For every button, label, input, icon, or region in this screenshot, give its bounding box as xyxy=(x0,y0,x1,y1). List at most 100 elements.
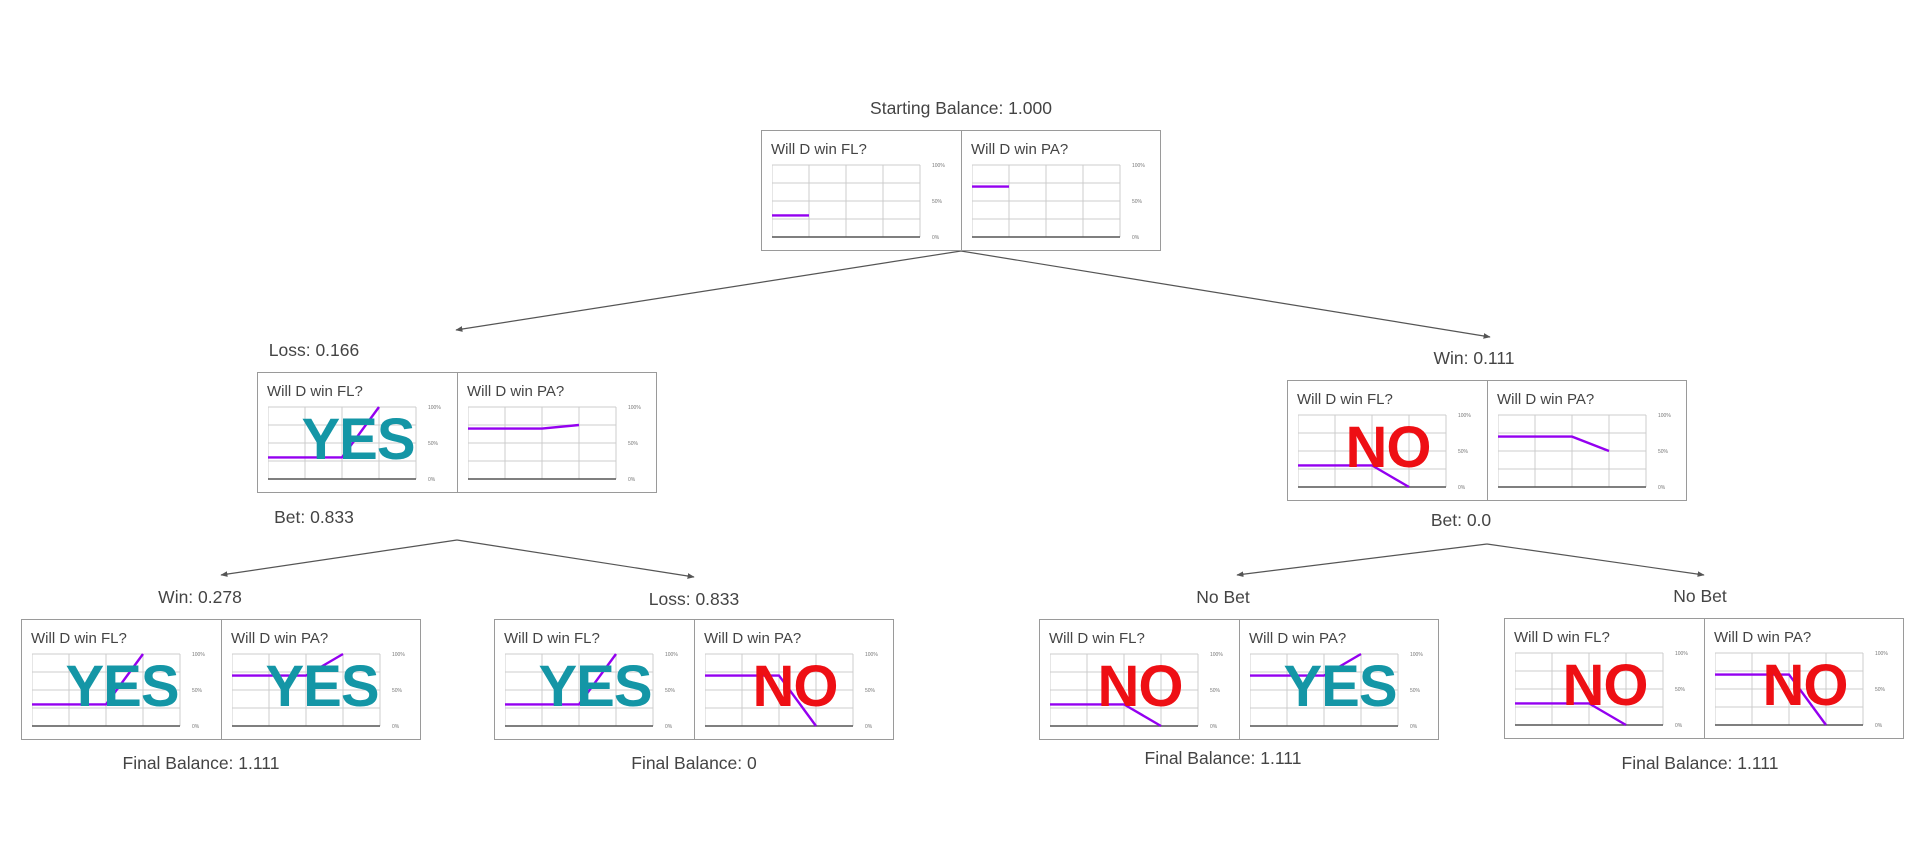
y-tick-label: 100% xyxy=(428,405,441,411)
market-title: Will D win FL? xyxy=(31,630,127,647)
probability-chart: 100%50%0% xyxy=(468,405,641,483)
outcome-stamp: YES xyxy=(538,654,652,719)
y-tick-label: 0% xyxy=(865,724,873,730)
node-bottom-label: Final Balance: 0 xyxy=(631,753,757,773)
tree-edge-arrow xyxy=(455,250,962,332)
tree-edge-arrow xyxy=(220,539,458,577)
y-tick-label: 100% xyxy=(628,405,641,411)
y-tick-label: 100% xyxy=(665,652,678,658)
market-pa: Will D win PA? 100% 50% 0% NO xyxy=(694,620,893,739)
outcome-stamp: YES xyxy=(65,654,179,719)
market-panel: Will D win FL? 100%50%0% NO Will D win P… xyxy=(1039,619,1439,740)
probability-series xyxy=(705,674,817,727)
probability-chart: 100% 50% 0% xyxy=(268,405,441,483)
y-tick-label: 100% xyxy=(1875,651,1888,657)
y-tick-label: 50% xyxy=(865,688,876,694)
probability-chart: 100% 50% 0% xyxy=(505,652,678,730)
y-tick-label: 100% xyxy=(1675,651,1688,657)
market-fl: Will D win FL? 100% 50% 0% YES xyxy=(495,620,694,739)
y-tick-label: 100% xyxy=(932,163,945,169)
probability-chart: 100% 50% 0% xyxy=(1715,651,1888,729)
node-bottom-label: Bet: 0.0 xyxy=(1430,510,1492,530)
y-tick-label: 50% xyxy=(665,688,676,694)
y-tick-label: 50% xyxy=(1132,199,1143,205)
probability-chart: 100%50%0% xyxy=(232,652,405,730)
tree-edge-arrow xyxy=(1236,543,1488,578)
probability-chart: 100%50%0% xyxy=(1498,413,1671,491)
node-top-label: No Bet xyxy=(1673,586,1727,606)
y-tick-label: 100% xyxy=(1410,652,1423,658)
market-pa: Will D win PA? 100%50%0% xyxy=(961,131,1160,250)
y-tick-label: 50% xyxy=(428,441,439,447)
y-tick-label: 100% xyxy=(1658,413,1671,419)
y-tick-label: 100% xyxy=(1458,413,1471,419)
probability-series xyxy=(1050,703,1162,728)
y-tick-label: 0% xyxy=(1132,235,1140,241)
node-top-label: Win: 0.278 xyxy=(158,587,242,607)
node-top-label: Win: 0.111 xyxy=(1433,348,1515,368)
market-title: Will D win FL? xyxy=(504,630,600,647)
y-tick-label: 0% xyxy=(932,235,940,241)
y-tick-label: 50% xyxy=(1410,688,1421,694)
y-tick-label: 0% xyxy=(392,724,400,730)
y-tick-label: 0% xyxy=(1675,723,1683,729)
probability-series xyxy=(1298,464,1410,489)
market-fl: Will D win FL? 100%50%0% YES xyxy=(22,620,221,739)
outcome-stamp: NO xyxy=(752,654,839,719)
probability-chart: 100%50%0% xyxy=(1050,652,1223,730)
market-pa: Will D win PA? 100% 50% 0% YES xyxy=(1239,620,1438,739)
y-tick-label: 50% xyxy=(1875,687,1886,693)
probability-chart: 100% 50% 0% xyxy=(705,652,878,730)
market-title: Will D win PA? xyxy=(1497,391,1595,408)
tree-edge-arrow xyxy=(456,539,695,579)
outcome-stamp: YES xyxy=(301,407,415,472)
probability-series xyxy=(1250,652,1362,677)
market-title: Will D win PA? xyxy=(1714,629,1812,646)
y-tick-label: 50% xyxy=(932,199,943,205)
y-tick-label: 0% xyxy=(192,724,200,730)
y-tick-label: 50% xyxy=(1658,449,1669,455)
outcome-stamp: NO xyxy=(1345,415,1432,480)
market-panel: Will D win FL? 100%50%0% YES Will D win … xyxy=(21,619,421,740)
y-tick-label: 100% xyxy=(865,652,878,658)
market-fl: Will D win FL? 100% 50% 0% xyxy=(762,131,961,250)
market-title: Will D win PA? xyxy=(231,630,329,647)
node-bottom-label: Final Balance: 1.111 xyxy=(122,753,280,773)
market-title: Will D win FL? xyxy=(1514,629,1610,646)
node-top-label: Loss: 0.166 xyxy=(268,340,360,360)
probability-series xyxy=(505,653,617,706)
tree-edge-arrow xyxy=(1486,543,1705,577)
market-pa: Will D win PA? 100%50%0% xyxy=(1487,381,1686,500)
y-tick-label: 0% xyxy=(428,477,436,483)
probability-chart: 100%50%0% xyxy=(1298,413,1471,491)
outcome-stamp: NO xyxy=(1097,654,1184,719)
market-title: Will D win FL? xyxy=(771,141,867,158)
probability-series xyxy=(32,653,144,706)
outcome-stamp: YES xyxy=(1283,654,1397,719)
outcome-stamp: YES xyxy=(265,654,379,719)
market-panel: Will D win FL? 100%50%0% YES Will D win … xyxy=(257,372,657,493)
market-pa: Will D win PA? 100% 50% 0% NO xyxy=(1704,619,1903,738)
market-title: Will D win PA? xyxy=(971,141,1069,158)
node-bottom-label: Bet: 0.833 xyxy=(274,507,354,527)
market-title: Will D win FL? xyxy=(1049,630,1145,647)
node-top-label: Starting Balance: 1.000 xyxy=(870,98,1052,118)
market-fl: Will D win FL? 100%50%0% NO xyxy=(1288,381,1487,500)
y-tick-label: 0% xyxy=(1410,724,1418,730)
y-tick-label: 50% xyxy=(628,441,639,447)
outcome-stamp: NO xyxy=(1762,653,1849,718)
y-tick-label: 0% xyxy=(665,724,673,730)
node-top-label: Loss: 0.833 xyxy=(648,589,740,609)
market-pa: Will D win PA? 100%50%0% xyxy=(457,373,656,492)
market-title: Will D win PA? xyxy=(467,383,565,400)
market-title: Will D win PA? xyxy=(1249,630,1347,647)
probability-series xyxy=(1715,673,1827,726)
probability-chart: 100% 50% 0% xyxy=(772,163,945,241)
probability-chart: 100%50%0% xyxy=(1515,651,1688,729)
y-tick-label: 0% xyxy=(1875,723,1883,729)
probability-series xyxy=(232,652,344,677)
market-fl: Will D win FL? 100%50%0% NO xyxy=(1040,620,1239,739)
market-title: Will D win PA? xyxy=(704,630,802,647)
probability-series xyxy=(268,406,380,459)
probability-series xyxy=(468,423,580,430)
